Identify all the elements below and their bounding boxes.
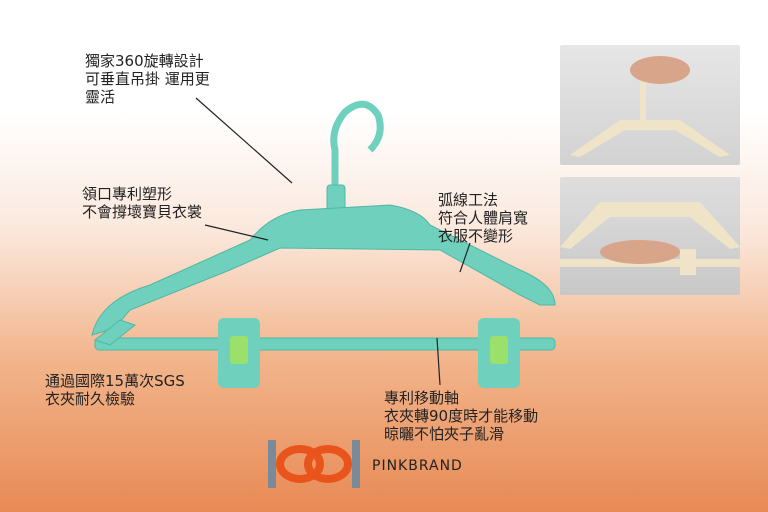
caption-arc: 弧線工法 符合人體肩寬 衣服不變形 — [438, 191, 529, 245]
photo-vertical-hanging — [560, 45, 740, 165]
hanger — [91, 100, 556, 351]
hanger-hook — [330, 100, 384, 188]
brand-name: PINKBRAND — [372, 458, 463, 474]
callout-lines — [195, 97, 471, 386]
brand-logo — [268, 440, 360, 488]
caption-collar: 領口專利塑形 不會撐壞寶貝衣裳 — [82, 185, 203, 221]
hanger-body — [91, 204, 556, 336]
clip-right — [478, 318, 520, 388]
caption-rotation: 獨家360旋轉設計 可垂直吊掛 運用更 靈活 — [85, 52, 210, 106]
photo-moving-clip — [560, 177, 740, 295]
caption-sgs: 通過國際15萬次SGS 衣夾耐久檢驗 — [45, 372, 185, 408]
caption-axis: 專利移動軸 衣夾轉90度時才能移動 晾曬不怕夾子亂滑 — [384, 389, 539, 443]
clip-left — [218, 318, 260, 388]
hanger-bar — [94, 337, 556, 351]
